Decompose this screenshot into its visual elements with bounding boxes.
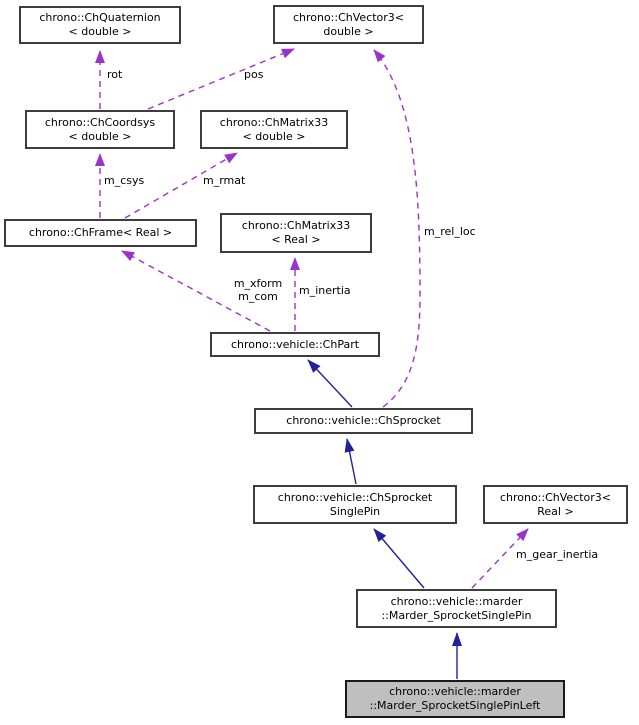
edge-label-m-rel-loc: m_rel_loc [424, 225, 476, 238]
edge-m-rel-loc [373, 49, 421, 408]
node-label: chrono::ChMatrix33 < double > [219, 115, 329, 143]
node-marder-sprocket-singlepin-left: chrono::vehicle::marder ::Marder_Sprocke… [345, 680, 565, 718]
node-chmatrix33-double[interactable]: chrono::ChMatrix33 < double > [200, 110, 348, 149]
node-chvector3-real[interactable]: chrono::ChVector3< Real > [483, 485, 628, 524]
node-label: chrono::vehicle::ChPart [230, 337, 360, 351]
node-chframe-real[interactable]: chrono::ChFrame< Real > [4, 219, 197, 247]
node-label: chrono::ChVector3< Real > [499, 490, 612, 518]
node-chquaternion-double[interactable]: chrono::ChQuaternion < double > [19, 6, 181, 44]
edge-marder-inherits-singlepin [373, 528, 425, 589]
edge-label-m-inertia: m_inertia [299, 284, 351, 297]
node-chsprocket-singlepin[interactable]: chrono::vehicle::ChSprocket SinglePin [253, 485, 457, 524]
node-label: chrono::vehicle::ChSprocket SinglePin [277, 490, 433, 518]
node-label: chrono::vehicle::ChSprocket [286, 414, 441, 427]
edge-label-m-xform-m-com: m_xform m_com [233, 277, 283, 303]
edge-label-m-rmat: m_rmat [203, 174, 246, 187]
edge-label-pos: pos [244, 68, 264, 81]
edge-label-m-gear-inertia: m_gear_inertia [516, 548, 599, 561]
node-label: chrono::vehicle::marder ::Marder_Sprocke… [381, 594, 532, 622]
edge-label-m-csys: m_csys [104, 174, 145, 187]
node-chpart[interactable]: chrono::vehicle::ChPart [210, 332, 380, 357]
edge-singlepin-inherits-chsprocket [344, 438, 357, 485]
edge-pos [147, 48, 295, 110]
node-label: chrono::ChVector3< double > [292, 10, 405, 38]
node-chcoordsys-double[interactable]: chrono::ChCoordsys < double > [25, 110, 175, 149]
node-chsprocket[interactable]: chrono::vehicle::ChSprocket [254, 408, 473, 434]
edge-m-gear-inertia [471, 528, 529, 589]
edge-chsprocket-inherits-chpart [307, 359, 353, 408]
node-marder-sprocket-singlepin[interactable]: chrono::vehicle::marder ::Marder_Sprocke… [356, 589, 557, 628]
node-label: chrono::ChFrame< Real > [28, 226, 173, 239]
node-chvector3-double[interactable]: chrono::ChVector3< double > [273, 5, 424, 44]
node-label: chrono::ChQuaternion < double > [39, 11, 161, 38]
node-label: chrono::ChMatrix33 < Real > [241, 219, 351, 246]
node-chmatrix33-real[interactable]: chrono::ChMatrix33 < Real > [220, 213, 372, 253]
node-label: chrono::ChCoordsys < double > [44, 115, 156, 143]
node-label: chrono::vehicle::marder ::Marder_Sprocke… [369, 685, 541, 712]
edge-label-rot: rot [107, 68, 123, 81]
